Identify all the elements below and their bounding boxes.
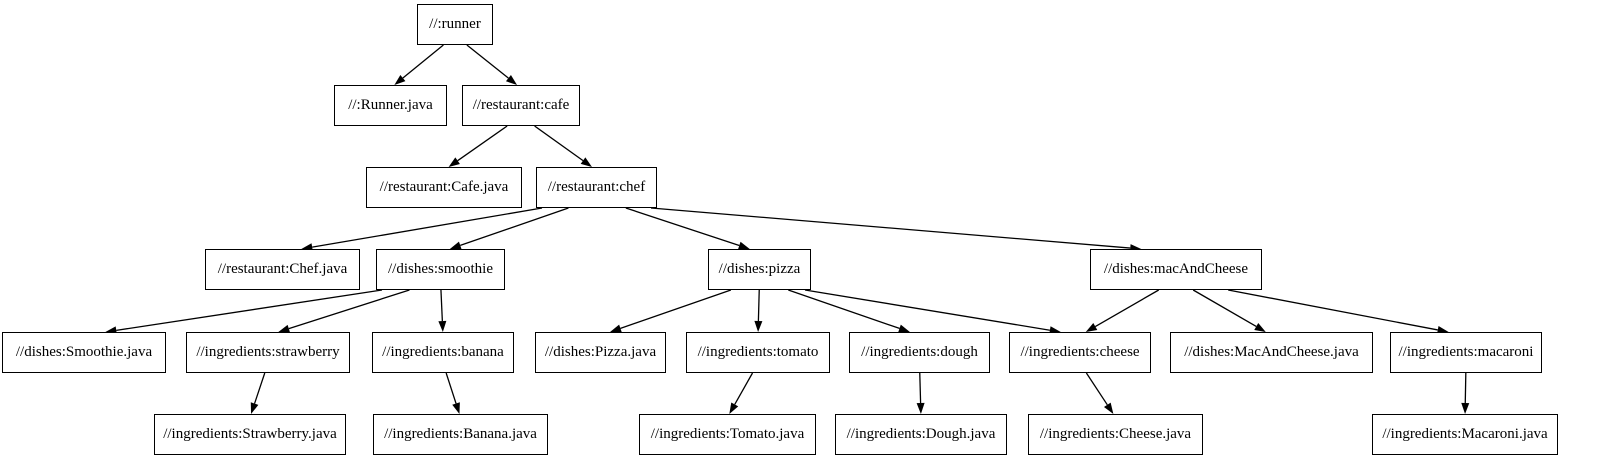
graph-node-label: //restaurant:Chef.java — [217, 261, 348, 277]
graph-edge-line — [620, 289, 732, 330]
graph-node-dishes_macandcheese[interactable]: //dishes:macAndCheese — [1090, 249, 1262, 290]
graph-node-dishes_smoothie[interactable]: //dishes:smoothie — [376, 249, 505, 290]
graph-node-label: //ingredients:cheese — [1020, 344, 1140, 360]
graph-edge-line — [650, 207, 1131, 249]
graph-edge-arrowhead — [1461, 402, 1470, 414]
graph-edge-arrowhead — [250, 402, 259, 414]
graph-node-label: //ingredients:Tomato.java — [650, 426, 805, 442]
graph-edge-arrowhead — [438, 320, 447, 332]
graph-edge-line — [1192, 289, 1257, 328]
graph-edge-line — [460, 207, 569, 247]
graph-node-ing_strawberry_java[interactable]: //ingredients:Strawberry.java — [154, 414, 346, 455]
graph-edge-arrowhead — [452, 402, 460, 414]
graph-node-label: //ingredients:banana — [382, 344, 504, 360]
graph-node-label: //ingredients:tomato — [697, 344, 819, 360]
graph-edge-arrowhead — [580, 157, 592, 167]
graph-edge-line — [253, 372, 266, 404]
graph-node-ing_cheese[interactable]: //ingredients:cheese — [1009, 332, 1151, 373]
graph-node-label: //:Runner.java — [348, 97, 433, 113]
graph-edge-line — [1094, 289, 1160, 328]
graph-node-label: //restaurant:chef — [547, 179, 646, 195]
graph-node-label: //dishes:pizza — [718, 261, 801, 277]
graph-node-ing_tomato[interactable]: //ingredients:tomato — [686, 332, 830, 373]
graph-node-ing_tomato_java[interactable]: //ingredients:Tomato.java — [639, 414, 816, 455]
graph-edge-line — [734, 372, 754, 405]
graph-node-ing_cheese_java[interactable]: //ingredients:Cheese.java — [1028, 414, 1203, 455]
graph-node-label: //dishes:smoothie — [388, 261, 493, 277]
graph-node-label: //ingredients:strawberry — [196, 344, 340, 360]
graph-node-dishes_pizza_java[interactable]: //dishes:Pizza.java — [535, 332, 666, 373]
graph-node-ing_banana[interactable]: //ingredients:banana — [372, 332, 514, 373]
graph-node-ing_strawberry[interactable]: //ingredients:strawberry — [186, 332, 350, 373]
graph-node-ing_dough_java[interactable]: //ingredients:Dough.java — [835, 414, 1007, 455]
graph-node-ing_dough[interactable]: //ingredients:dough — [849, 332, 990, 373]
graph-node-ing_macaroni[interactable]: //ingredients:macaroni — [1390, 332, 1542, 373]
graph-node-dishes_macandcheese_java[interactable]: //dishes:MacAndCheese.java — [1170, 332, 1373, 373]
graph-edge-line — [534, 125, 584, 162]
graph-node-ing_macaroni_java[interactable]: //ingredients:Macaroni.java — [1372, 414, 1558, 455]
graph-edge-line — [457, 125, 508, 162]
graph-node-label: //ingredients:Macaroni.java — [1382, 426, 1548, 442]
graph-node-ing_banana_java[interactable]: //ingredients:Banana.java — [373, 414, 548, 455]
graph-edge-line — [1228, 289, 1438, 331]
graph-node-label: //ingredients:Banana.java — [384, 426, 537, 442]
graph-edge-arrowhead — [1103, 402, 1114, 414]
graph-edge-arrowhead — [1254, 323, 1266, 332]
graph-node-label: //dishes:Pizza.java — [544, 344, 657, 360]
graph-edge-line — [440, 289, 443, 322]
graph-edge-line — [312, 207, 543, 248]
graph-edge-line — [288, 289, 410, 330]
graph-edge-line — [402, 44, 444, 79]
graph-node-restaurant_chef[interactable]: //restaurant:chef — [536, 167, 657, 208]
graph-node-restaurant_chef_java[interactable]: //restaurant:Chef.java — [205, 249, 360, 290]
graph-edge-line — [466, 44, 509, 79]
graph-edge-line — [625, 207, 740, 247]
graph-edge-line — [757, 289, 760, 322]
graph-edge-arrowhead — [1085, 323, 1098, 332]
graph-edge-arrowhead — [916, 402, 925, 414]
graph-edge-line — [1085, 372, 1108, 406]
graph-edge-line — [788, 289, 900, 330]
graph-edge-line — [804, 289, 1051, 331]
graph-node-label: //restaurant:Cafe.java — [379, 179, 509, 195]
graph-node-runner[interactable]: //:runner — [417, 4, 493, 45]
graph-edge-line — [445, 372, 457, 404]
graph-node-label: //dishes:MacAndCheese.java — [1184, 344, 1359, 360]
graph-node-dishes_smoothie_java[interactable]: //dishes:Smoothie.java — [2, 332, 166, 373]
graph-node-label: //ingredients:Dough.java — [846, 426, 996, 442]
graph-node-restaurant_cafe_java[interactable]: //restaurant:Cafe.java — [366, 167, 522, 208]
graph-edge-arrowhead — [754, 320, 763, 332]
graph-node-label: //:runner — [429, 16, 481, 32]
graph-node-label: //dishes:Smoothie.java — [15, 344, 153, 360]
graph-edge-line — [116, 289, 383, 331]
graph-node-label: //restaurant:cafe — [472, 97, 570, 113]
graph-edge-arrowhead — [394, 74, 406, 85]
graph-node-restaurant_cafe[interactable]: //restaurant:cafe — [462, 85, 580, 126]
graph-node-label: //dishes:macAndCheese — [1103, 261, 1249, 277]
graph-edge-line — [919, 372, 922, 404]
graph-node-dishes_pizza[interactable]: //dishes:pizza — [708, 249, 811, 290]
graph-edge-line — [1464, 372, 1467, 404]
graph-edge-arrowhead — [729, 402, 739, 414]
graph-edge-arrowhead — [505, 75, 518, 85]
graph-node-label: //ingredients:macaroni — [1398, 344, 1534, 360]
graph-node-label: //ingredients:Cheese.java — [1039, 426, 1192, 442]
graph-node-label: //ingredients:Strawberry.java — [163, 426, 337, 442]
graph-edge-arrowhead — [448, 157, 460, 167]
graph-node-label: //ingredients:dough — [861, 344, 978, 360]
graph-node-runner_java[interactable]: //:Runner.java — [334, 85, 447, 126]
